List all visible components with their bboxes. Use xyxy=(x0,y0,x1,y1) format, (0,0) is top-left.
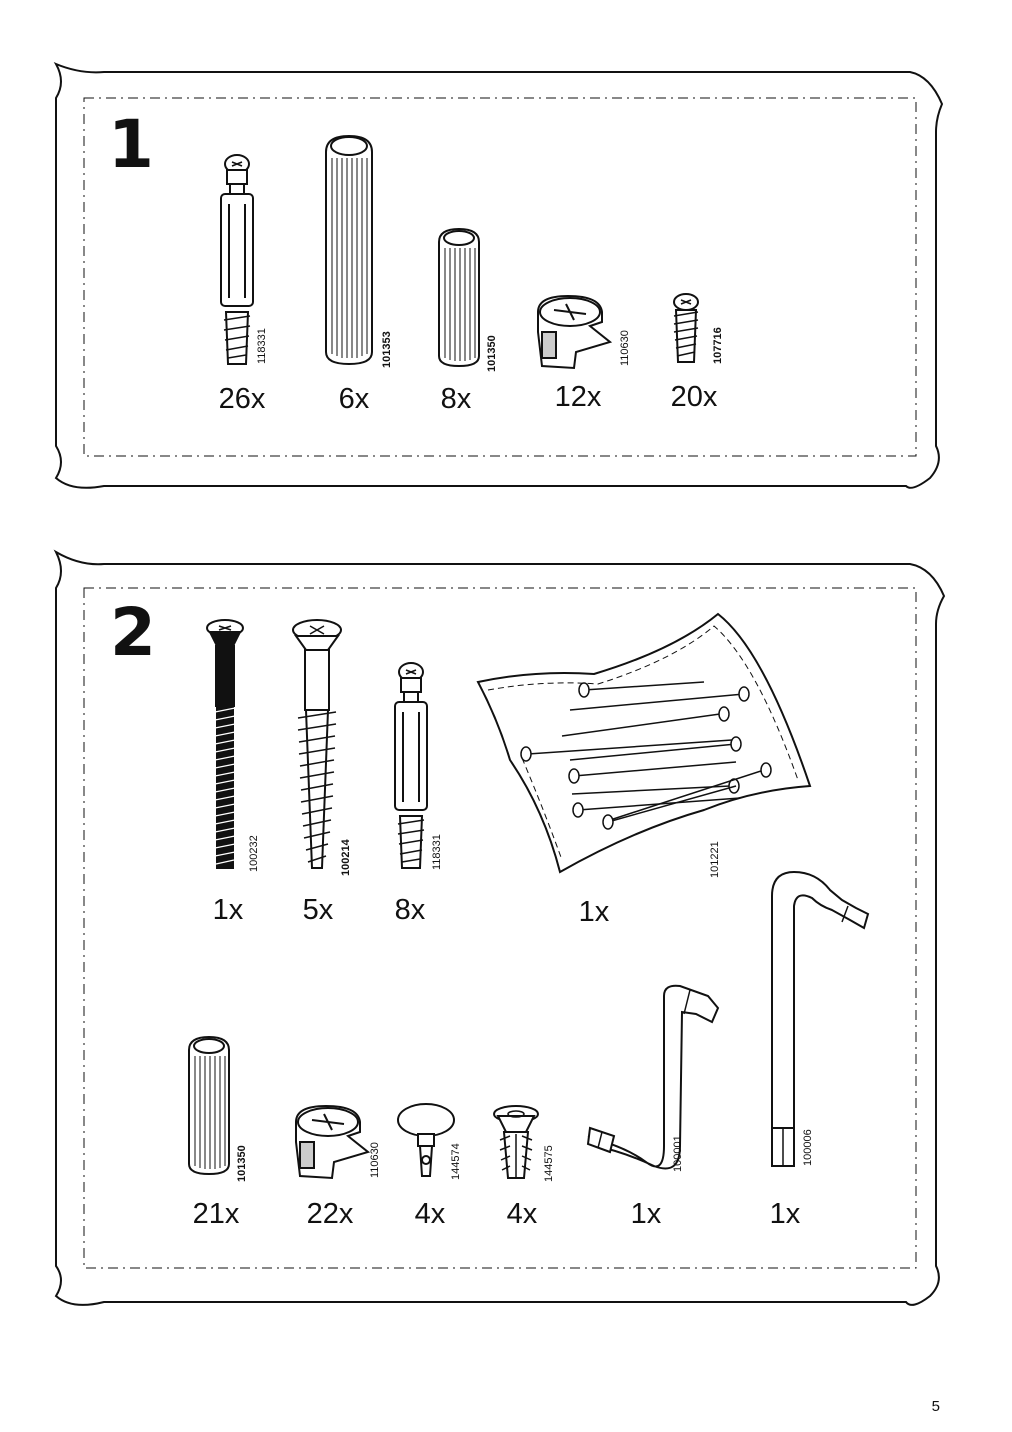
part-code: 144574 xyxy=(450,1143,462,1180)
part-code: 101353 xyxy=(381,331,393,368)
part-quantity: 5x xyxy=(302,894,334,926)
long-hex-key-icon xyxy=(771,870,870,1167)
plastic-anchor-icon xyxy=(493,1105,539,1179)
wood-dowel-icon xyxy=(188,1035,230,1176)
part-quantity: 4x xyxy=(414,1198,446,1230)
short-screw-icon xyxy=(673,293,699,363)
part-quantity: 8x xyxy=(394,894,426,926)
part-quantity: 8x xyxy=(440,383,472,415)
part-code: 118331 xyxy=(431,834,443,870)
part-code: 100232 xyxy=(248,835,260,872)
wood-dowel-icon xyxy=(438,227,480,368)
page-number: 5 xyxy=(931,1398,940,1415)
part-quantity: 20x xyxy=(670,381,718,413)
part-code: 107716 xyxy=(712,327,724,364)
cam-lock-icon xyxy=(295,1104,371,1180)
part-quantity: 22x xyxy=(306,1198,354,1230)
part-code: 118331 xyxy=(256,328,268,364)
black-screw-icon xyxy=(206,619,244,869)
part-quantity: 4x xyxy=(506,1198,538,1230)
cam-lock-icon xyxy=(537,294,613,370)
part-quantity: 21x xyxy=(192,1198,240,1230)
part-code: 101350 xyxy=(486,335,498,372)
long-wood-dowel-icon xyxy=(325,134,373,366)
cam-bolt-icon xyxy=(394,662,428,869)
part-code: 100214 xyxy=(340,839,352,876)
part-code: 101221 xyxy=(709,841,721,878)
step-number: 2 xyxy=(110,594,156,671)
part-quantity: 1x xyxy=(769,1198,801,1230)
part-code: 100006 xyxy=(802,1129,814,1166)
wood-screw-icon xyxy=(292,619,342,869)
shelf-pin-icon xyxy=(397,1103,455,1177)
cam-bolt-icon xyxy=(220,154,254,365)
step-number: 1 xyxy=(108,106,154,183)
offset-hex-key-icon xyxy=(586,984,720,1170)
part-quantity: 1x xyxy=(212,894,244,926)
part-code: 144575 xyxy=(543,1145,555,1182)
nail-bag-icon xyxy=(476,612,812,874)
part-code: 100001 xyxy=(672,1135,684,1172)
part-quantity: 1x xyxy=(630,1198,662,1230)
part-code: 110630 xyxy=(619,330,631,366)
part-quantity: 12x xyxy=(554,381,602,413)
part-quantity: 26x xyxy=(218,383,266,415)
part-quantity: 6x xyxy=(338,383,370,415)
part-quantity: 1x xyxy=(578,896,610,928)
part-code: 101350 xyxy=(236,1145,248,1182)
part-code: 110630 xyxy=(369,1142,381,1178)
